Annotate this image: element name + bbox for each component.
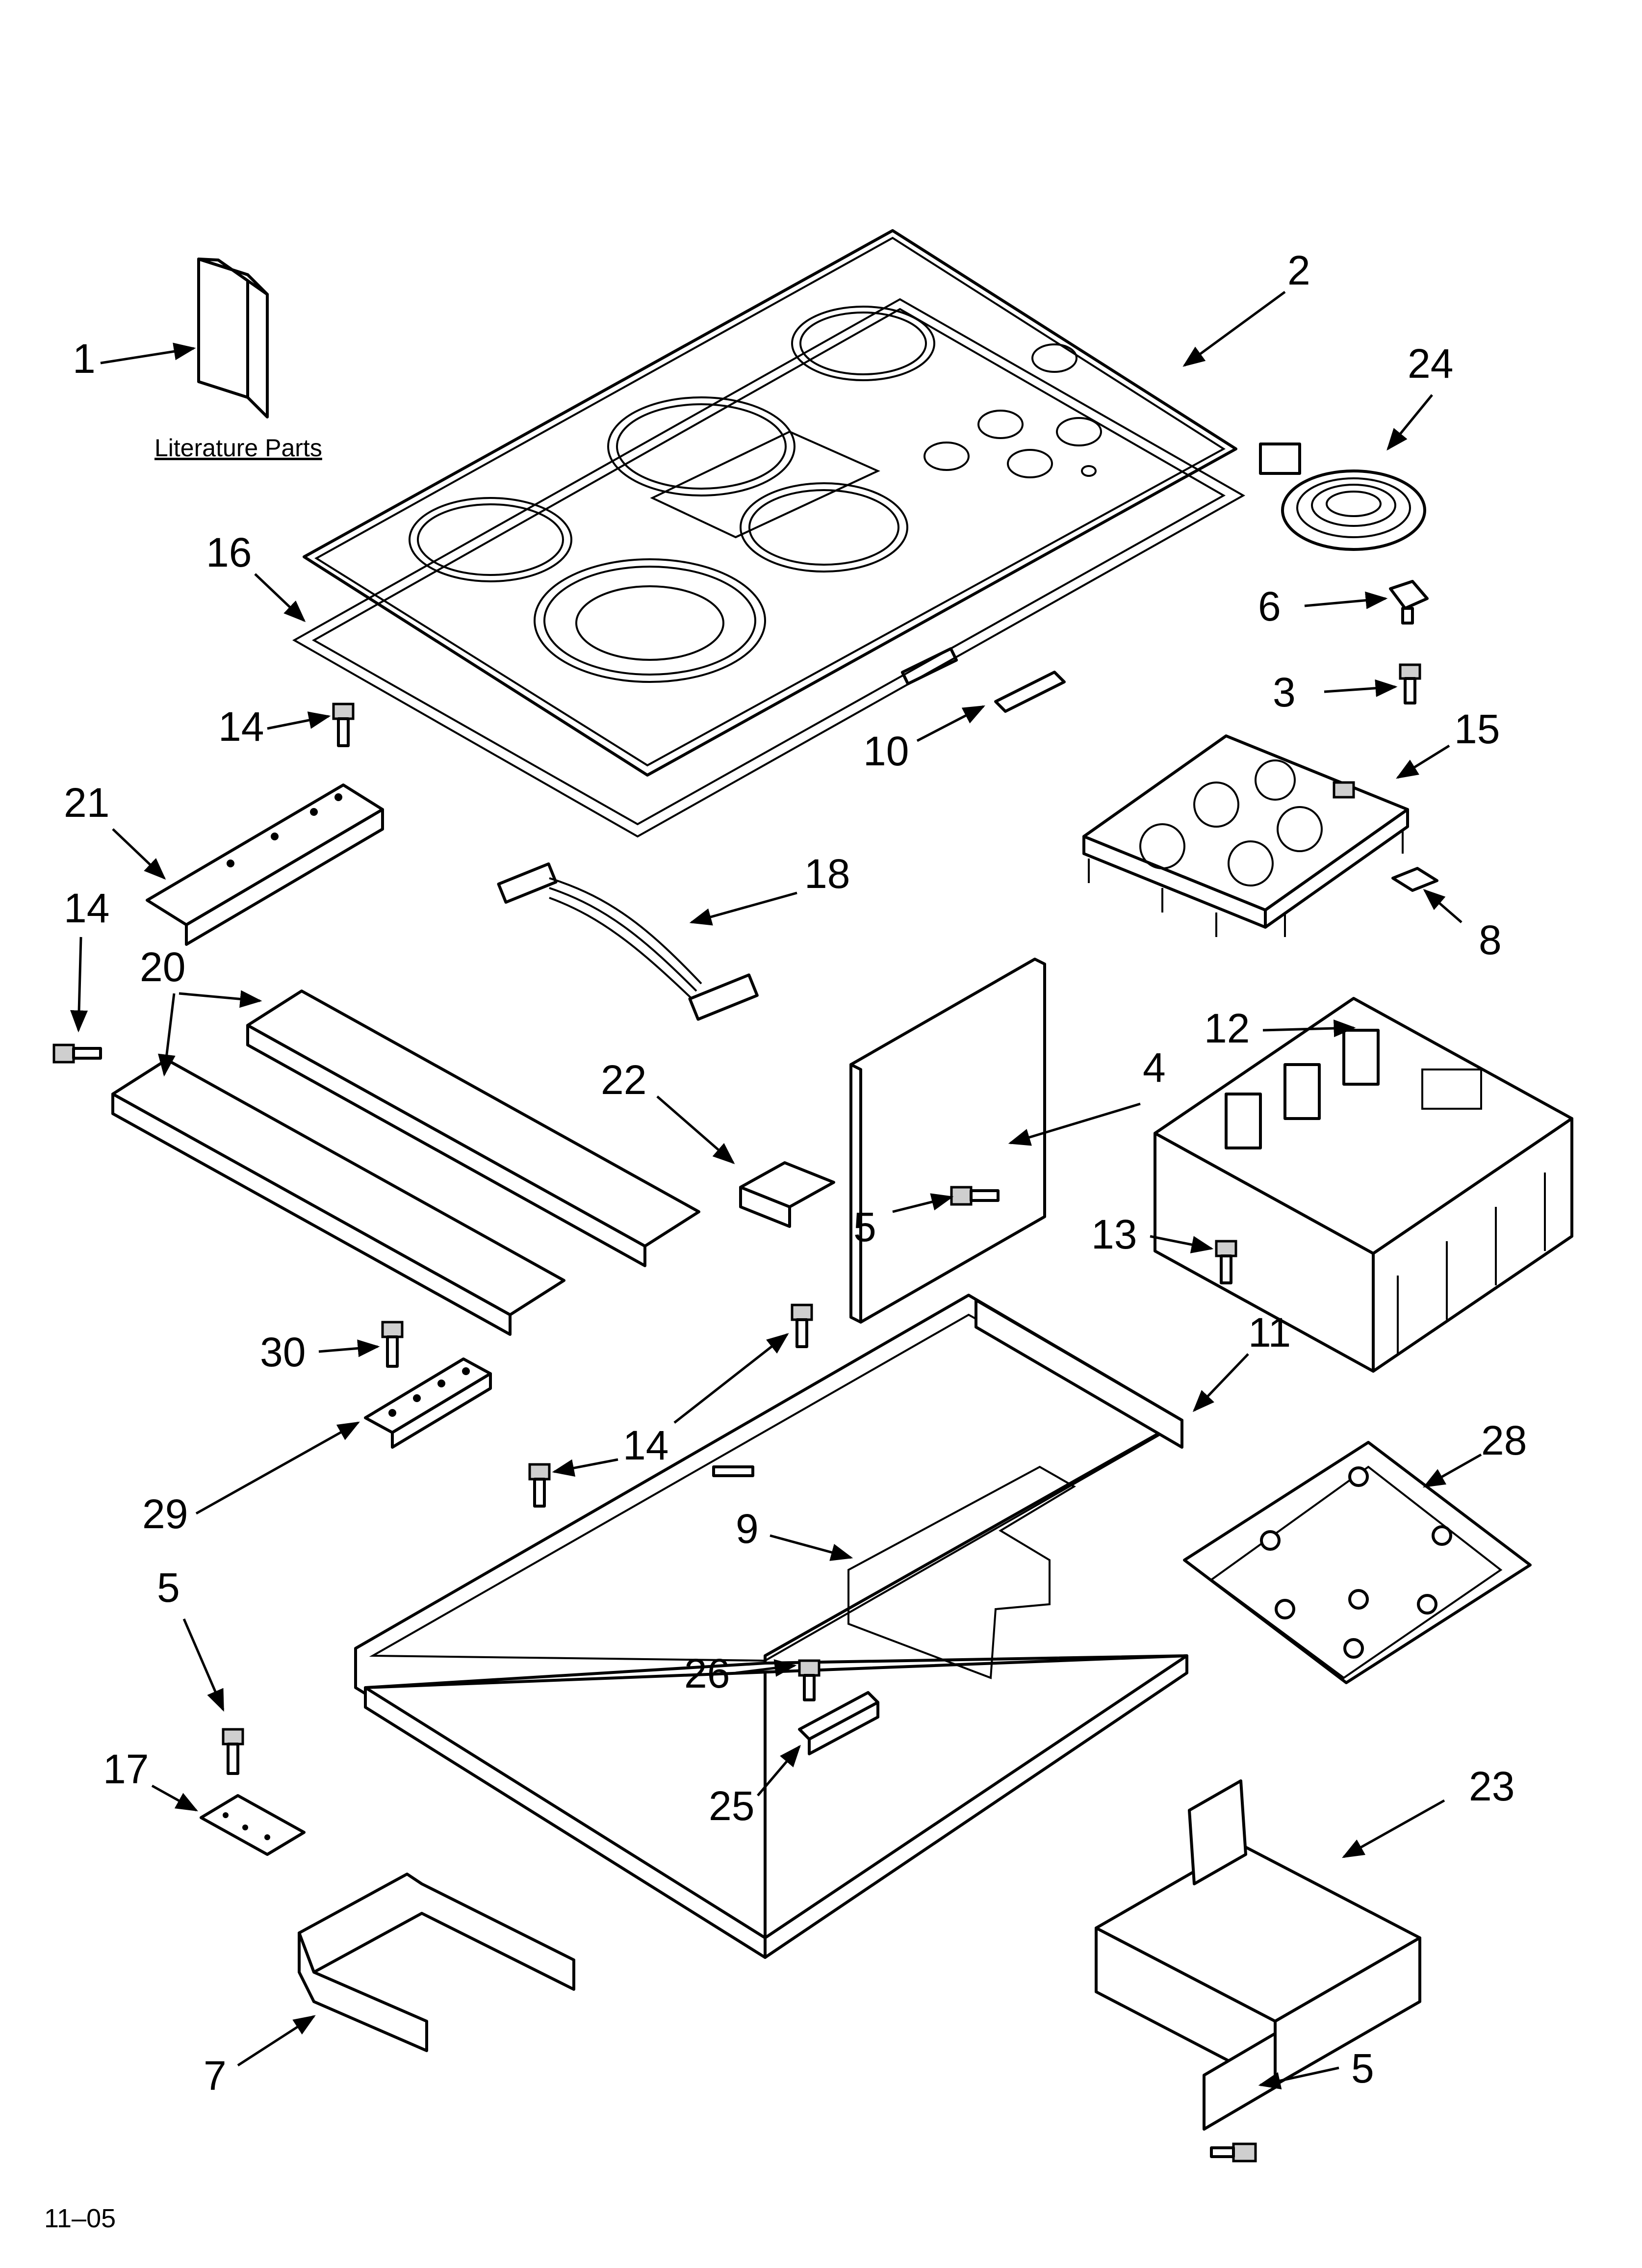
bracket-part-7 <box>298 1873 575 2052</box>
screw-part-14-chassis-right <box>791 1303 813 1348</box>
ribbon-cable <box>497 862 759 1021</box>
literature-parts <box>197 258 269 418</box>
bracket-part-22 <box>739 1161 835 1228</box>
callout-29: 29 <box>142 1491 188 1537</box>
mounting-plate <box>1183 1441 1532 1684</box>
callout-22: 22 <box>601 1057 646 1103</box>
insulation-pad <box>847 1465 1076 1679</box>
callout-24: 24 <box>1408 340 1453 387</box>
badge <box>994 671 1066 713</box>
callout-14-left: 14 <box>64 885 109 931</box>
junction-box <box>1095 1779 1421 2131</box>
small-plate <box>1391 867 1438 892</box>
screw-part-3 <box>1399 663 1421 704</box>
screw-part-26 <box>798 1659 821 1701</box>
screw-part-13 <box>1215 1240 1237 1284</box>
screw-part-14-upper <box>332 703 355 747</box>
electronics-box <box>1154 997 1573 1373</box>
callout-13: 13 <box>1091 1211 1137 1257</box>
callout-17: 17 <box>103 1746 149 1792</box>
literature-caption: Literature Parts <box>154 434 322 462</box>
leader-lines <box>70 290 1482 2089</box>
cooktop-glass <box>303 229 1237 777</box>
callout-2: 2 <box>1287 247 1310 293</box>
surface-element <box>1259 443 1426 551</box>
callout-16: 16 <box>206 529 252 575</box>
callout-25: 25 <box>709 1783 754 1829</box>
screw-part-14-left <box>52 1043 102 1064</box>
callout-18: 18 <box>804 851 850 897</box>
callout-23: 23 <box>1469 1763 1514 1809</box>
callout-labels: 1 2 24 16 6 3 14 10 15 21 18 14 8 20 12 … <box>64 247 1527 2099</box>
gasket-frame <box>292 298 1246 838</box>
callout-5-left: 5 <box>157 1564 180 1611</box>
callout-26: 26 <box>684 1650 730 1696</box>
side-panel <box>849 958 1046 1324</box>
callout-7: 7 <box>204 2053 227 2099</box>
rail-upper <box>246 990 700 1267</box>
chassis-tray <box>354 1294 1188 1959</box>
callout-14: 14 <box>218 704 264 750</box>
plate-part-17 <box>200 1794 306 1856</box>
callout-20: 20 <box>140 944 185 990</box>
callout-11: 11 <box>1248 1309 1291 1356</box>
bracket-part-21 <box>146 783 384 946</box>
callout-28: 28 <box>1481 1417 1527 1463</box>
callout-10: 10 <box>863 728 909 774</box>
rail-lower <box>111 1058 565 1336</box>
bracket-part-29 <box>364 1357 492 1449</box>
callout-15: 15 <box>1454 706 1500 752</box>
callout-1: 1 <box>73 336 96 382</box>
bracket-clip <box>1389 580 1429 625</box>
control-board <box>1082 734 1409 937</box>
callout-3: 3 <box>1273 669 1296 715</box>
callout-5-right: 5 <box>1351 2045 1374 2091</box>
screw-part-5-right <box>1210 2142 1257 2163</box>
callout-8: 8 <box>1479 917 1502 963</box>
callout-9: 9 <box>736 1506 759 1552</box>
callout-30: 30 <box>260 1329 306 1375</box>
callout-14-chassis: 14 <box>623 1422 668 1468</box>
screw-part-14-chassis-left <box>528 1463 551 1508</box>
callout-12: 12 <box>1204 1005 1250 1051</box>
callout-21: 21 <box>64 780 109 826</box>
callout-5-middle: 5 <box>853 1204 876 1250</box>
terminal-block <box>798 1691 879 1755</box>
footer-code: 11–05 <box>44 2204 116 2233</box>
screw-part-5-left <box>222 1728 244 1775</box>
screw-part-5-middle <box>950 1186 1000 1206</box>
screw-part-30 <box>381 1321 404 1368</box>
callout-6: 6 <box>1258 583 1281 629</box>
callout-4: 4 <box>1143 1044 1166 1091</box>
